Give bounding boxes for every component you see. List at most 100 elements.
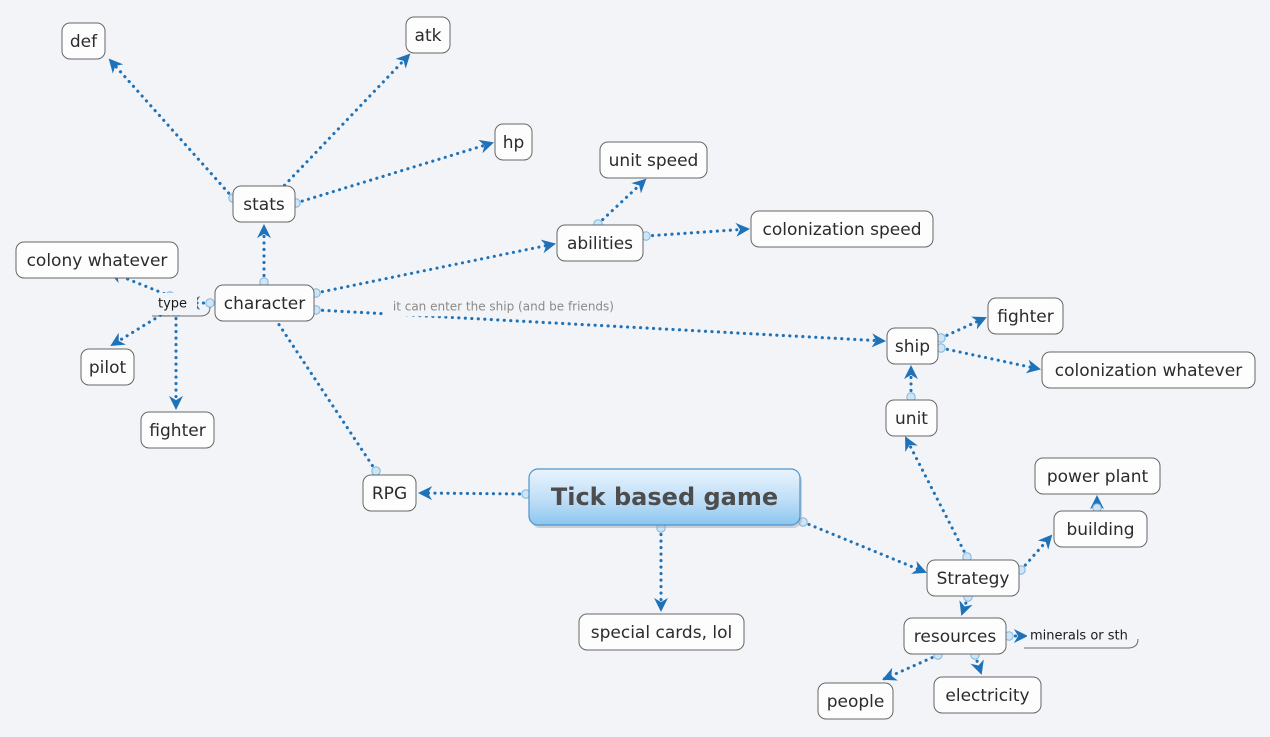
edge-ship-to-fighter-right[interactable] <box>936 316 987 343</box>
node-label: electricity <box>945 686 1029 706</box>
node-label-backdrop <box>1027 625 1133 647</box>
node-rpg[interactable]: RPG <box>362 474 417 512</box>
node-fighter-left[interactable]: fighter <box>140 411 215 449</box>
edge-line <box>108 270 172 298</box>
node-abilities[interactable]: abilities <box>556 224 644 262</box>
node-label: unit <box>895 409 928 429</box>
node-resources[interactable]: resources <box>903 617 1007 655</box>
edges-layer: it can enter the ship (and be friends) <box>108 53 1104 681</box>
node-label: def <box>70 32 98 52</box>
node-rect[interactable] <box>61 22 106 60</box>
node-rect[interactable] <box>987 297 1064 335</box>
edge-line <box>1019 534 1053 572</box>
node-label: RPG <box>372 484 407 504</box>
edge-line <box>294 139 494 205</box>
node-label: character <box>224 294 305 314</box>
node-type[interactable]: type <box>152 293 211 317</box>
edge-character-to-rpg[interactable] <box>266 306 381 476</box>
node-rect[interactable] <box>1041 351 1256 389</box>
node-label: colonization speed <box>762 220 921 240</box>
node-rect[interactable] <box>578 613 745 651</box>
node-special-cards[interactable]: special cards, lol <box>578 613 745 651</box>
node-label: unit speed <box>609 151 699 171</box>
node-rect[interactable] <box>926 559 1020 597</box>
edge-root-to-strategy[interactable] <box>798 517 927 574</box>
node-electricity[interactable]: electricity <box>933 676 1042 714</box>
node-rect[interactable] <box>1034 457 1161 495</box>
edge-ship-to-colonization-whatever[interactable] <box>936 343 1041 374</box>
root-node-rect[interactable] <box>528 468 801 526</box>
edge-label: it can enter the ship (and be friends) <box>393 300 614 314</box>
node-rect[interactable] <box>1053 510 1148 548</box>
node-hp[interactable]: hp <box>494 123 533 161</box>
node-label: resources <box>914 627 997 647</box>
node-building[interactable]: building <box>1053 510 1148 548</box>
edge-character-to-ship[interactable]: it can enter the ship (and be friends) <box>311 298 887 348</box>
edge-line <box>108 58 235 200</box>
edge-strategy-to-unit[interactable] <box>904 436 972 562</box>
node-label: abilities <box>567 234 633 254</box>
root-node-tick-based-game[interactable]: Tick based game <box>528 468 802 528</box>
node-character[interactable]: character <box>214 284 315 322</box>
node-people[interactable]: people <box>817 682 894 720</box>
node-rect[interactable] <box>140 411 215 449</box>
node-unit[interactable]: unit <box>885 399 938 437</box>
node-rect[interactable] <box>405 16 451 54</box>
edge-line <box>939 346 1041 374</box>
node-label: Strategy <box>937 569 1010 589</box>
node-label: stats <box>243 195 285 215</box>
node-label: people <box>827 692 885 712</box>
node-label-backdrop <box>155 293 197 315</box>
node-unit-speed[interactable]: unit speed <box>599 141 708 179</box>
node-rect[interactable] <box>885 399 938 437</box>
edge-line <box>266 306 378 473</box>
node-rect[interactable] <box>599 141 708 179</box>
edge-unit-to-ship[interactable] <box>904 364 918 402</box>
node-label: ship <box>895 337 930 357</box>
node-label: minerals or sth <box>1030 629 1128 644</box>
node-atk[interactable]: atk <box>405 16 451 54</box>
node-colony-whatever[interactable]: colony whatever <box>15 241 179 279</box>
node-colonization-speed[interactable]: colonization speed <box>750 210 934 248</box>
node-label: type <box>158 297 187 312</box>
node-label: pilot <box>89 358 127 378</box>
node-label: building <box>1066 520 1134 540</box>
node-stats[interactable]: stats <box>232 185 296 223</box>
edge-line <box>314 308 887 348</box>
node-rect[interactable] <box>903 617 1007 655</box>
edge-line <box>904 436 969 559</box>
node-underline <box>152 306 211 317</box>
node-rect[interactable] <box>494 123 533 161</box>
node-rect[interactable] <box>556 224 644 262</box>
node-rect[interactable] <box>933 676 1042 714</box>
edge-origin-dot <box>798 517 808 527</box>
edge-line <box>278 53 411 192</box>
node-power-plant[interactable]: power plant <box>1034 457 1161 495</box>
node-colonization-whatever[interactable]: colonization whatever <box>1041 351 1256 389</box>
node-def[interactable]: def <box>61 22 106 60</box>
node-label: colonization whatever <box>1055 361 1242 381</box>
edge-line <box>110 310 168 347</box>
edge-origin-dot <box>205 298 215 308</box>
edge-line <box>596 178 647 226</box>
node-rect[interactable] <box>817 682 894 720</box>
node-rect[interactable] <box>80 348 135 386</box>
edge-label-backdrop <box>383 298 624 317</box>
node-underline <box>1024 638 1139 649</box>
node-rect[interactable] <box>15 241 179 279</box>
root-node-label: Tick based game <box>551 483 778 511</box>
edge-line <box>939 316 987 340</box>
node-strategy[interactable]: Strategy <box>926 559 1020 597</box>
node-rect[interactable] <box>362 474 417 512</box>
node-ship[interactable]: ship <box>886 327 939 365</box>
node-rect[interactable] <box>214 284 315 322</box>
node-rect[interactable] <box>232 185 296 223</box>
node-rect[interactable] <box>750 210 934 248</box>
node-pilot[interactable]: pilot <box>80 348 135 386</box>
node-minerals-or-sth[interactable]: minerals or sth <box>1024 625 1139 649</box>
node-rect[interactable] <box>886 327 939 365</box>
node-fighter-right[interactable]: fighter <box>987 297 1064 335</box>
node-label: atk <box>415 26 442 46</box>
edge-line <box>644 222 751 238</box>
